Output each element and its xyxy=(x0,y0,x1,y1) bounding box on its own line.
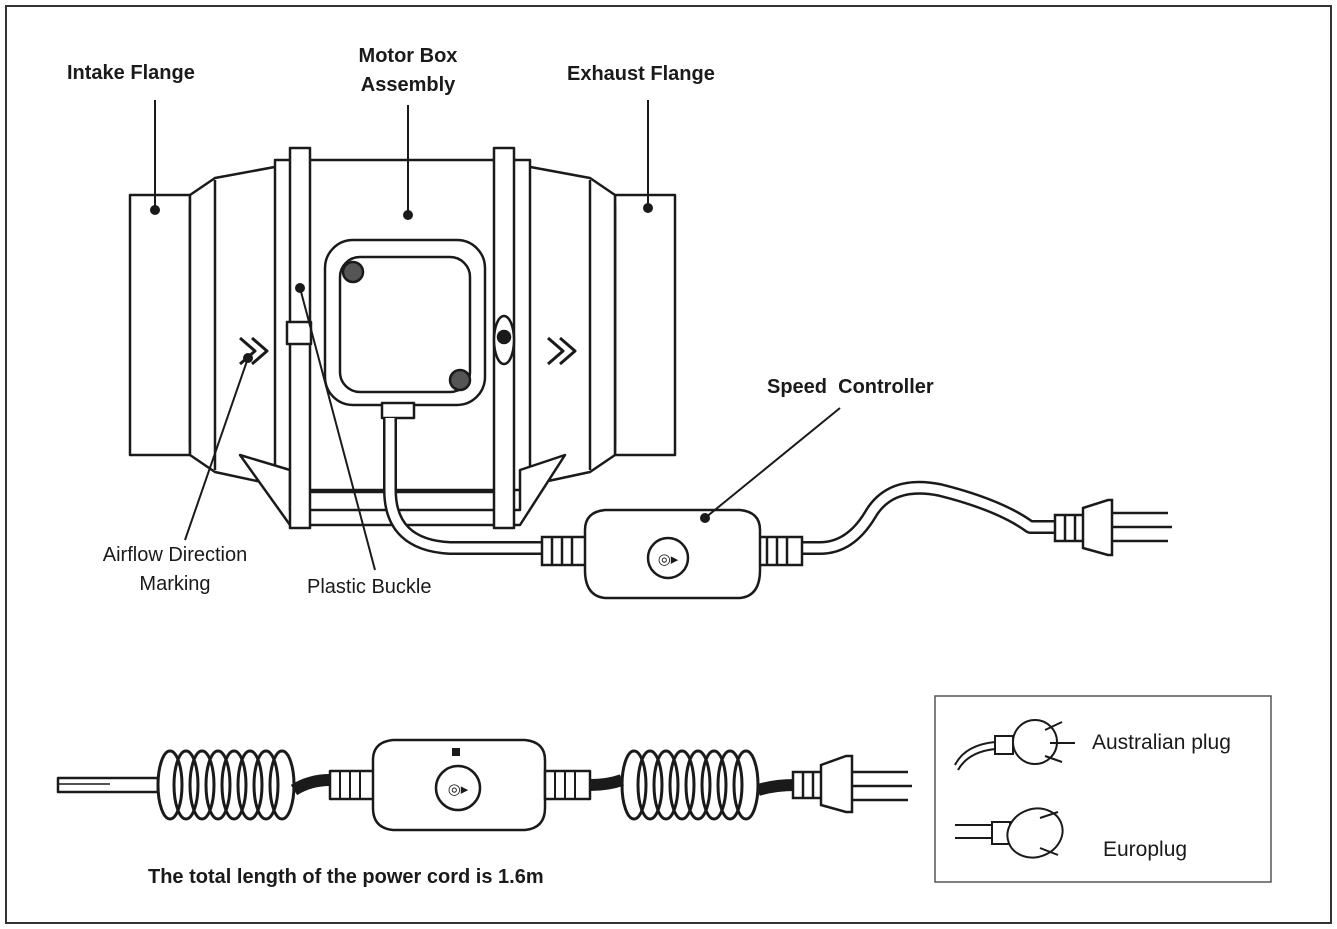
intake-flange xyxy=(128,193,192,457)
coil-left xyxy=(156,749,296,821)
airflow-direction-label-line1: Airflow Direction xyxy=(102,544,248,566)
outer-border xyxy=(5,5,1332,924)
cable-gland xyxy=(380,401,416,420)
motor-box-label-line1: Motor Box xyxy=(358,45,458,67)
plastic-buckle-label: Plastic Buckle xyxy=(307,576,432,598)
bare-wire-end xyxy=(56,776,160,794)
airflow-direction-label-line2: Marking xyxy=(139,573,211,595)
europlug-label: Europlug xyxy=(1103,838,1188,861)
plastic-buckle xyxy=(285,320,313,346)
motor-box-label-line2: Assembly xyxy=(360,74,456,96)
plug-legend-box xyxy=(934,695,1272,883)
power-cord-top xyxy=(383,418,1060,555)
exhaust-flange xyxy=(613,193,677,457)
motor-box-label: Motor Box Assembly xyxy=(338,42,478,100)
speed-knob xyxy=(646,536,690,580)
leader-lines xyxy=(150,100,841,571)
svg-text:◎▸: ◎▸ xyxy=(658,551,679,568)
australian-plug-bottom xyxy=(791,754,912,814)
box-screw xyxy=(341,260,365,284)
australian-plug-icon xyxy=(954,719,1075,771)
speed-controller: ◎▸ xyxy=(540,508,804,600)
cord-length-note: The total length of the power cord is 1.… xyxy=(148,866,544,888)
intake-flange-label: Intake Flange xyxy=(67,62,195,84)
inline-fan xyxy=(128,146,677,530)
australian-plug-top xyxy=(1053,498,1172,557)
europlug-icon xyxy=(955,807,1064,859)
box-screw xyxy=(448,368,472,392)
speed-controller-label: Speed Controller xyxy=(767,376,934,398)
coil-right xyxy=(620,749,760,821)
exhaust-flange-label: Exhaust Flange xyxy=(567,63,715,85)
coiled-cord: ◎▸ xyxy=(56,738,796,832)
svg-text:◎▸: ◎▸ xyxy=(448,781,469,798)
intake-cone xyxy=(188,164,282,488)
airflow-chevron xyxy=(547,336,577,366)
australian-plug-label: Australian plug xyxy=(1092,731,1231,754)
exhaust-cone xyxy=(523,164,617,488)
speed-knob xyxy=(434,764,482,812)
airflow-direction-label: Airflow Direction Marking xyxy=(80,541,270,599)
